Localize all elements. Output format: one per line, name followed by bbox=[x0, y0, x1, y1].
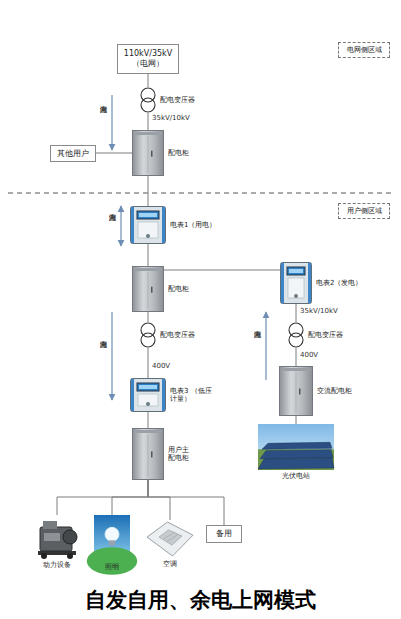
flow-arrow bbox=[120, 206, 121, 246]
connector-line bbox=[148, 480, 224, 525]
electric-meter: 电表2（发电） bbox=[280, 262, 312, 304]
distribution-cabinet: 配电柜 bbox=[132, 130, 164, 176]
transformer-symbol: 配电变压器 bbox=[288, 322, 304, 348]
node-label: 110kV/35kV （电网） bbox=[118, 49, 178, 68]
connector-line bbox=[296, 416, 297, 424]
connector-line bbox=[296, 348, 297, 366]
node-label: 其他用户 bbox=[57, 149, 89, 159]
light-graphic bbox=[94, 515, 130, 561]
cab-graphic bbox=[132, 428, 164, 480]
caption: 自发自用、余电上网模式 bbox=[0, 586, 401, 614]
gen-graphic bbox=[35, 515, 79, 559]
grid-box: 110kV/35kV （电网） bbox=[117, 44, 179, 74]
power-equipment-image: 动力设备 bbox=[35, 515, 79, 559]
connector-line bbox=[148, 74, 149, 87]
spare-box: 备用 bbox=[206, 525, 242, 543]
node-label: 配电变压器 bbox=[160, 96, 195, 104]
voltage-label: 400V bbox=[152, 362, 170, 370]
node-label: 电表1（用电） bbox=[170, 221, 216, 229]
region-tag: 电网侧区域 bbox=[338, 42, 390, 58]
pv-graphic bbox=[258, 424, 334, 470]
node-label: 电表2（发电） bbox=[316, 279, 362, 287]
region-divider bbox=[8, 193, 393, 194]
cab-graphic bbox=[279, 366, 313, 416]
flow-arrow bbox=[265, 312, 266, 380]
voltage-label: 35kV/10kV bbox=[152, 114, 190, 122]
node-label: 光伏电站 bbox=[282, 472, 310, 480]
transformer-symbol: 配电变压器 bbox=[140, 87, 156, 113]
connector-line bbox=[112, 480, 148, 515]
connector-line bbox=[148, 412, 149, 428]
node-label: 配电柜 bbox=[168, 285, 189, 293]
connector-line bbox=[148, 113, 149, 130]
user-box: 其他用户 bbox=[50, 145, 96, 162]
ac-graphic bbox=[145, 520, 195, 558]
node-label: 配电变压器 bbox=[160, 331, 195, 339]
pv-station-image: 光伏电站 bbox=[258, 424, 334, 470]
xf-graphic bbox=[140, 322, 156, 348]
connector-line bbox=[148, 480, 170, 520]
distribution-cabinet: 交流配电柜 bbox=[279, 366, 313, 416]
connector-line bbox=[164, 270, 280, 271]
electric-meter: 电表1（用电） bbox=[130, 206, 166, 244]
xf-graphic bbox=[288, 322, 304, 348]
connector-line bbox=[148, 312, 149, 322]
meter-graphic bbox=[130, 378, 166, 412]
connector-line bbox=[296, 304, 297, 322]
flow-arrow bbox=[111, 95, 112, 150]
node-label: 照明 bbox=[105, 563, 119, 571]
node-label: 动力设备 bbox=[43, 561, 71, 569]
xf-graphic bbox=[140, 87, 156, 113]
cab-graphic bbox=[132, 266, 164, 312]
meter-graphic bbox=[130, 206, 166, 244]
connector-line bbox=[148, 176, 149, 206]
meter-graphic bbox=[280, 262, 312, 304]
lighting-image: 照明 bbox=[94, 515, 130, 561]
node-label: 空调 bbox=[163, 560, 177, 568]
connector-line bbox=[148, 348, 149, 378]
node-label: 用户侧区域 bbox=[347, 207, 382, 215]
connector-line bbox=[96, 153, 132, 154]
region-tag: 用户侧区域 bbox=[338, 203, 390, 219]
cab-graphic bbox=[132, 130, 164, 176]
node-label: 用户主 配电柜 bbox=[168, 446, 198, 463]
transformer-symbol: 配电变压器 bbox=[140, 322, 156, 348]
node-label: 配电柜 bbox=[168, 149, 189, 157]
node-label: 交流配电柜 bbox=[317, 387, 352, 395]
flow-arrow bbox=[111, 312, 112, 400]
electric-meter: 电表3 （低压计量） bbox=[130, 378, 166, 412]
air-conditioner-image: 空调 bbox=[145, 520, 195, 558]
voltage-label: 400V bbox=[300, 351, 318, 359]
distribution-cabinet: 配电柜 bbox=[132, 266, 164, 312]
node-label: 电网侧区域 bbox=[347, 46, 382, 54]
connector-line bbox=[148, 244, 149, 266]
voltage-label: 35kV/10kV bbox=[300, 307, 338, 315]
connector-line bbox=[57, 480, 148, 515]
distribution-cabinet: 用户主 配电柜 bbox=[132, 428, 164, 480]
node-label: 电表3 （低压计量） bbox=[170, 387, 216, 404]
node-label: 备用 bbox=[216, 529, 232, 539]
node-label: 配电变压器 bbox=[308, 331, 343, 339]
